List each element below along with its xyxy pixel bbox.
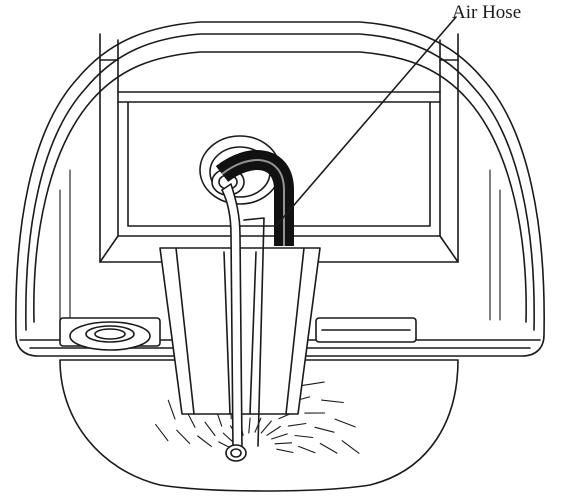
bottom-tab	[316, 318, 416, 342]
bottom-port	[60, 318, 160, 350]
air-hose-label: Air Hose	[452, 2, 521, 24]
